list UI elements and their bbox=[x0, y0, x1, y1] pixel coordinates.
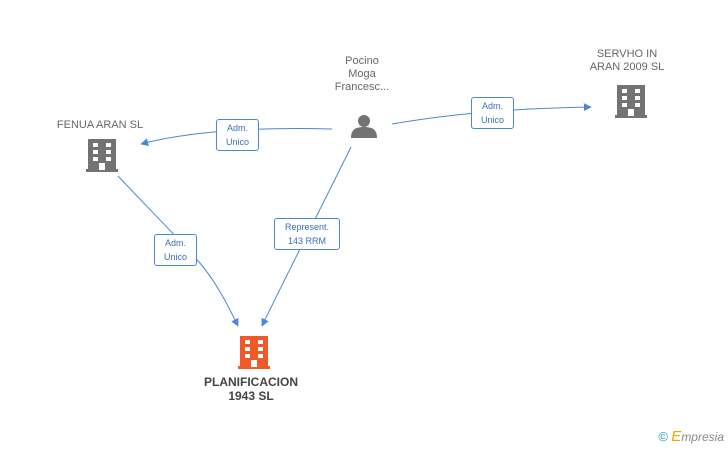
node-label-person[interactable]: Pocino Moga Francesc... bbox=[334, 55, 390, 93]
node-label-servho[interactable]: SERVHO IN ARAN 2009 SL bbox=[589, 48, 665, 73]
person-icon[interactable] bbox=[351, 115, 377, 138]
copyright-symbol: © bbox=[658, 429, 668, 444]
building-icon[interactable] bbox=[615, 85, 647, 118]
node-label-fenua[interactable]: FENUA ARAN SL bbox=[56, 119, 144, 131]
edge-label-fenua-planificacion: Adm. Unico bbox=[154, 234, 197, 266]
edge-label-person-planificacion: Represent. 143 RRM bbox=[274, 218, 340, 250]
edge-label-person-servho: Adm. Unico bbox=[471, 97, 514, 129]
brand-footer: © Empresia bbox=[658, 428, 724, 445]
edge-label-person-fenua: Adm. Unico bbox=[216, 119, 259, 151]
building-icon[interactable] bbox=[238, 336, 270, 369]
node-label-planificacion[interactable]: PLANIFICACION 1943 SL bbox=[204, 375, 298, 403]
brand-logo: Empresia bbox=[671, 428, 724, 445]
building-icon[interactable] bbox=[86, 139, 118, 172]
edge-fenua-planificacion bbox=[117, 175, 239, 327]
